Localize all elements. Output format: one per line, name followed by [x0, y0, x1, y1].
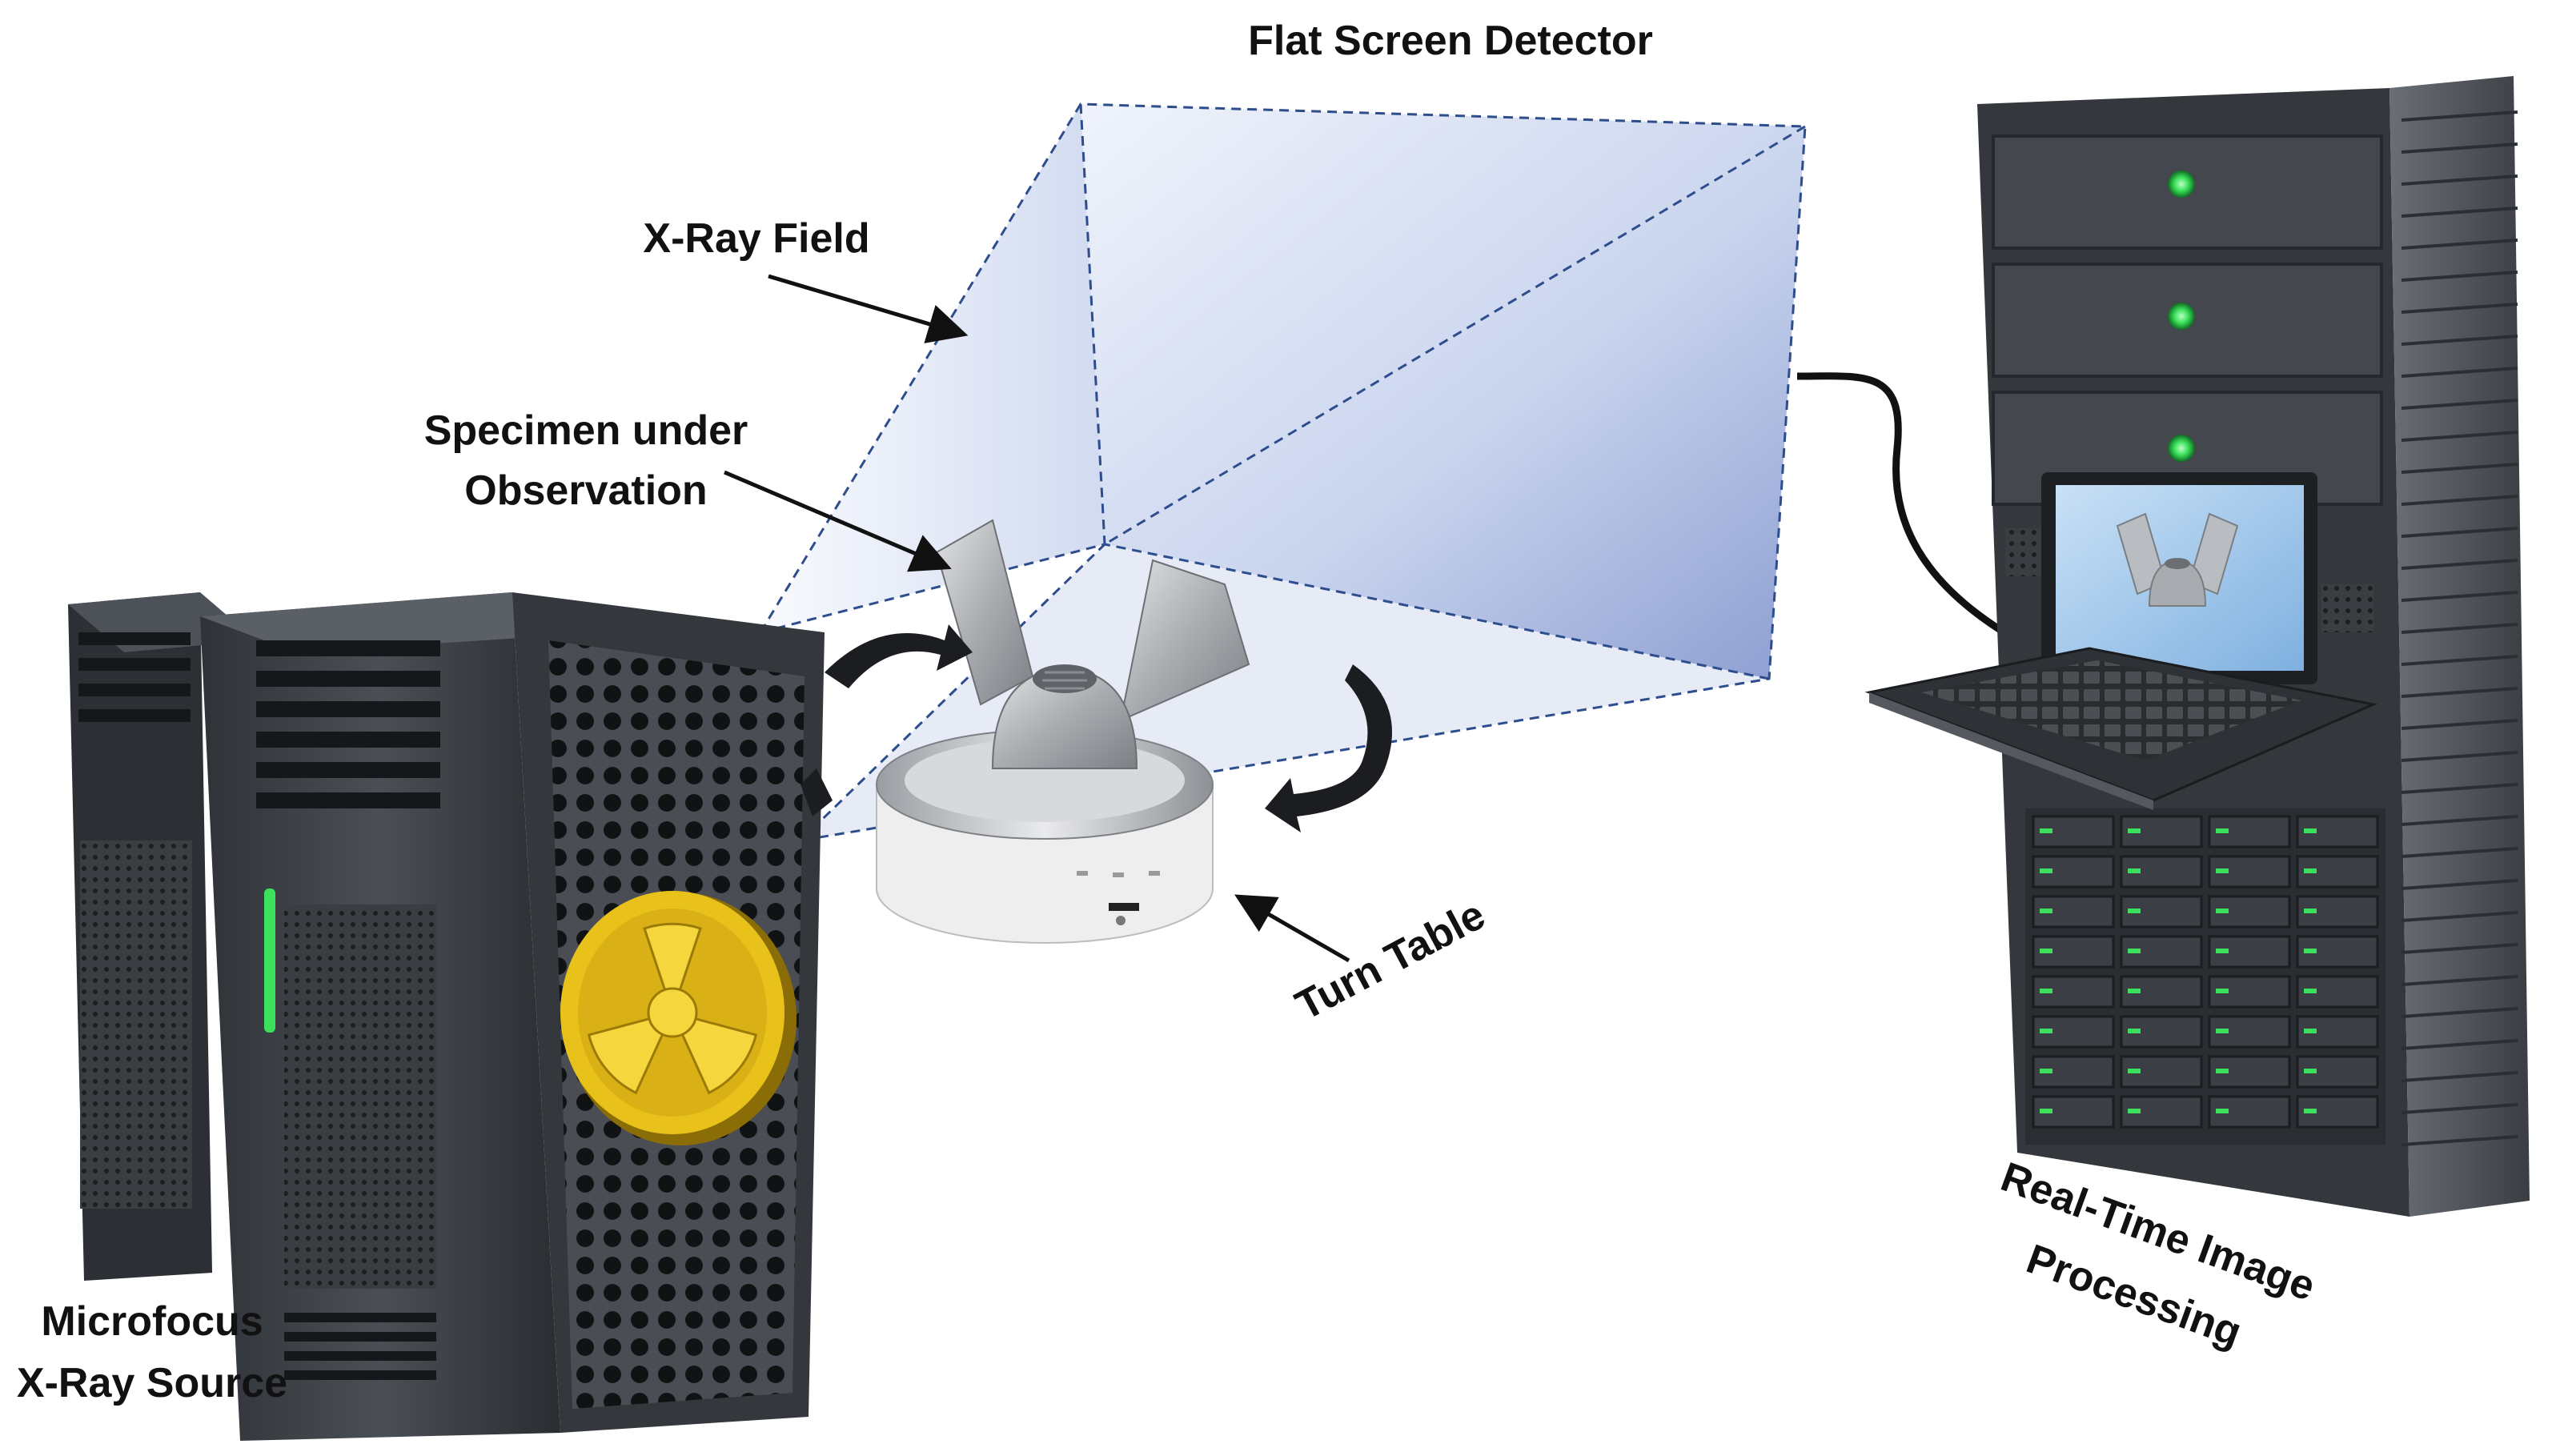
field-label: X-Ray Field — [643, 215, 869, 262]
wing-nut-icon — [935, 519, 1250, 769]
x-ray-field — [759, 102, 1807, 842]
detector-label: Flat Screen Detector — [1248, 18, 1653, 64]
turntable-arrow — [1234, 894, 1350, 963]
source-label-line2: X-Ray Source — [17, 1360, 287, 1406]
specimen-arrow — [724, 470, 952, 572]
rack-led-2 — [2168, 303, 2195, 330]
laptop-icon — [1864, 472, 2377, 810]
x-ray-source-cabinet — [68, 592, 825, 1441]
rotation-arrow-icon — [801, 624, 1392, 832]
specimen-label-line1: Specimen under — [424, 407, 748, 454]
rack-led-1 — [2168, 170, 2195, 198]
leader-arrows — [724, 274, 1350, 963]
source-status-led — [264, 888, 275, 1033]
image-processing-rack — [1864, 76, 2530, 1217]
rack-led-3 — [2168, 435, 2195, 462]
field-arrow — [768, 274, 969, 343]
detector-cable — [1796, 372, 2020, 644]
specimen-label-line2: Observation — [464, 467, 707, 514]
source-label-line1: Microfocus — [41, 1298, 263, 1345]
turntable-label: Turn Table — [1288, 892, 1492, 1029]
drive-array — [2025, 808, 2385, 1145]
radiation-trefoil-icon — [560, 891, 796, 1145]
